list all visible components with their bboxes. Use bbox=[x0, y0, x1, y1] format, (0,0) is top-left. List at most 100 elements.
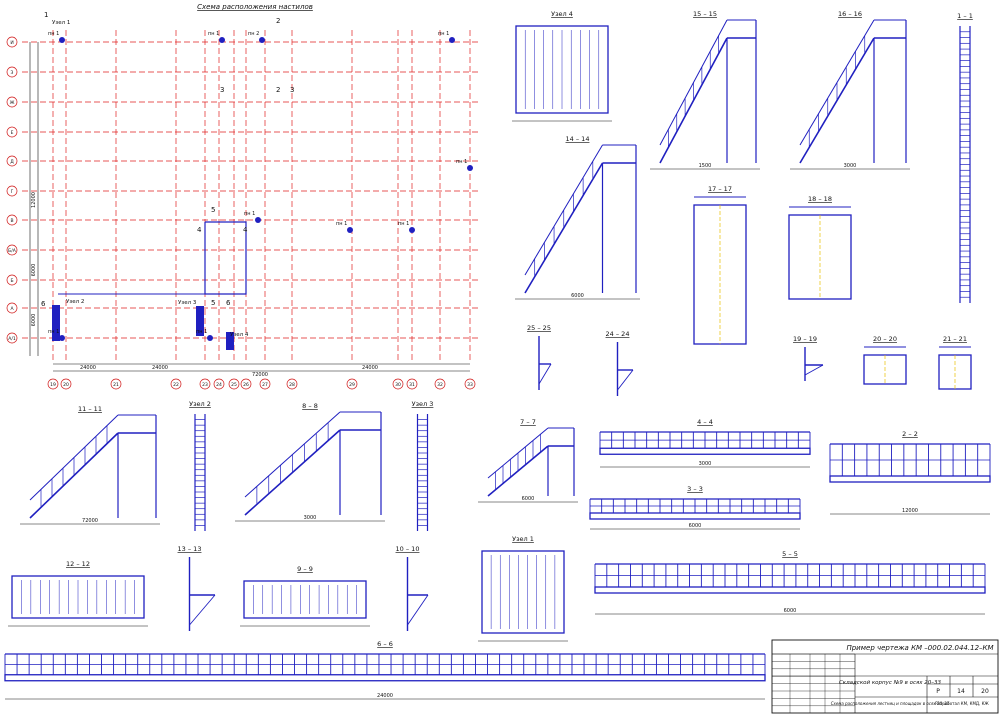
section-title: 21 – 21 bbox=[943, 335, 967, 343]
plan-row-axis-1: З bbox=[6, 66, 18, 78]
plan-col-axis-6-text: 25 bbox=[231, 382, 237, 388]
plan-col-axis-7-text: 26 bbox=[243, 382, 249, 388]
section-3: 1 – 1 bbox=[957, 12, 973, 303]
plan-col-axis-1-text: 20 bbox=[63, 382, 69, 388]
plan-col-axis-11: 30 bbox=[392, 378, 404, 390]
plan-mark-8: пн 1 bbox=[48, 329, 65, 341]
plan-mark-symbol bbox=[449, 37, 455, 43]
plan-row-axis-2-text: Ж bbox=[10, 100, 15, 106]
plan-col-axis-6: 25 bbox=[228, 378, 240, 390]
plan-col-axis-0-circle bbox=[47, 378, 59, 390]
plan-mark-symbol bbox=[259, 37, 265, 43]
plan-mark-1: пн 2 bbox=[248, 31, 265, 43]
plan-col-axis-14: 33 bbox=[464, 378, 476, 390]
plan-col-axis-11-circle bbox=[392, 378, 404, 390]
section-0: Узел 4 bbox=[512, 10, 612, 122]
plan-mark-2: пн 1 bbox=[208, 31, 225, 43]
section-title: 15 – 15 bbox=[693, 10, 717, 18]
plan-row-axis-10-circle bbox=[6, 332, 18, 344]
title-block-org: Разработал КМ, КМД, КЖ bbox=[935, 701, 989, 706]
plan-col-axis-7-circle bbox=[240, 378, 252, 390]
plan-mark-label: пн 2 bbox=[248, 31, 259, 37]
plan-platform-stair: 5 4 4 5 6 bbox=[197, 206, 248, 307]
section-title: 4 – 4 bbox=[697, 418, 713, 426]
section-title: 2 – 2 bbox=[902, 430, 918, 438]
section-9: 19 – 19 bbox=[793, 335, 824, 381]
title-block-sheet: 14 bbox=[957, 688, 965, 695]
plan-row-axis-5-circle bbox=[6, 185, 18, 197]
plan-mark-label: пн 1 bbox=[398, 221, 409, 227]
plan-title: Схема расположения настилов bbox=[197, 3, 313, 11]
plan-col-axis-4-text: 23 bbox=[202, 382, 208, 388]
plan-col-axis-4-circle bbox=[199, 378, 211, 390]
section-7: 25 – 25 bbox=[527, 324, 552, 390]
plan-col-axis-3-circle bbox=[170, 378, 182, 390]
section-15: Узел 3 bbox=[412, 400, 433, 531]
plan-row-axis-6-text: В bbox=[10, 218, 13, 224]
plan-dim-bottom-1: 24000 bbox=[80, 365, 96, 371]
section-beam bbox=[4, 674, 766, 682]
section-title: 7 – 7 bbox=[520, 418, 536, 426]
plan-col-axis-12-circle bbox=[406, 378, 418, 390]
title-block-header: Пример чертежа КМ –000.02.044.12–КМ bbox=[846, 644, 993, 652]
plan-col-axis-3: 22 bbox=[170, 378, 182, 390]
section-detail-brace bbox=[617, 369, 634, 391]
plan-mark-3: пн 1 bbox=[438, 31, 455, 43]
plan-col-axis-9-circle bbox=[286, 378, 298, 390]
section-6: 18 – 18 bbox=[788, 195, 852, 300]
section-dim-text: 3000 bbox=[844, 163, 857, 169]
section-title: 24 – 24 bbox=[606, 330, 630, 338]
plan-row-axis-2-circle bbox=[6, 96, 18, 108]
section-beam bbox=[594, 586, 986, 594]
plan-col-axis-3-text: 22 bbox=[173, 382, 179, 388]
section-10: 20 – 20 bbox=[863, 335, 907, 385]
plan-cut-2: 2 bbox=[276, 17, 280, 25]
plan-dim-left-3: 6000 bbox=[31, 314, 37, 327]
plan-mark-label: пн 1 bbox=[208, 31, 219, 37]
plan-row-axis-6-circle bbox=[6, 214, 18, 226]
plan-col-axis-0-text: 19 bbox=[50, 382, 56, 388]
section-plan-outline bbox=[515, 25, 609, 114]
plan-col-axis-6-circle bbox=[228, 378, 240, 390]
plan-col-axis-5-text: 24 bbox=[216, 382, 222, 388]
plan-mark-symbol bbox=[59, 335, 65, 341]
plan-row-axis-3-text: Е bbox=[11, 130, 14, 136]
plan-row-axis-4-text: Д bbox=[10, 159, 14, 165]
section-title: 13 – 13 bbox=[178, 545, 202, 553]
plan-row-axis-8-circle bbox=[6, 274, 18, 286]
plan-col-axis-13: 32 bbox=[434, 378, 446, 390]
section-dim-text: 6000 bbox=[571, 293, 584, 299]
section-dim-text: 12000 bbox=[902, 508, 918, 514]
plan-col-axis-4: 23 bbox=[199, 378, 211, 390]
plan-cut-6b: 6 bbox=[41, 300, 46, 308]
section-title: 3 – 3 bbox=[687, 485, 703, 493]
plan-row-axis-3-circle bbox=[6, 126, 18, 138]
plan-mark-symbol bbox=[219, 37, 225, 43]
plan-mark-label: пн 1 bbox=[48, 31, 59, 37]
plan-row-axis-3: Е bbox=[6, 126, 18, 138]
plan-row-axis-1-text: З bbox=[11, 70, 14, 76]
plan-row-axis-9: А bbox=[6, 302, 18, 314]
section-frame bbox=[938, 354, 972, 390]
plan-cut-4b: 4 bbox=[243, 226, 248, 234]
plan-col-axis-10-text: 29 bbox=[349, 382, 355, 388]
section-detail-brace bbox=[538, 363, 552, 385]
plan-col-axis-14-text: 33 bbox=[467, 382, 473, 388]
plan-row-axis-4-circle bbox=[6, 155, 18, 167]
plan-row-axis-2: Ж bbox=[6, 96, 18, 108]
plan-dim-bottom-2: 24000 bbox=[152, 365, 168, 371]
plan-cut-5: 5 bbox=[211, 206, 215, 214]
section-title: 17 – 17 bbox=[708, 185, 732, 193]
section-title: Узел 1 bbox=[512, 535, 534, 543]
plan-col-axis-2: 21 bbox=[110, 378, 122, 390]
